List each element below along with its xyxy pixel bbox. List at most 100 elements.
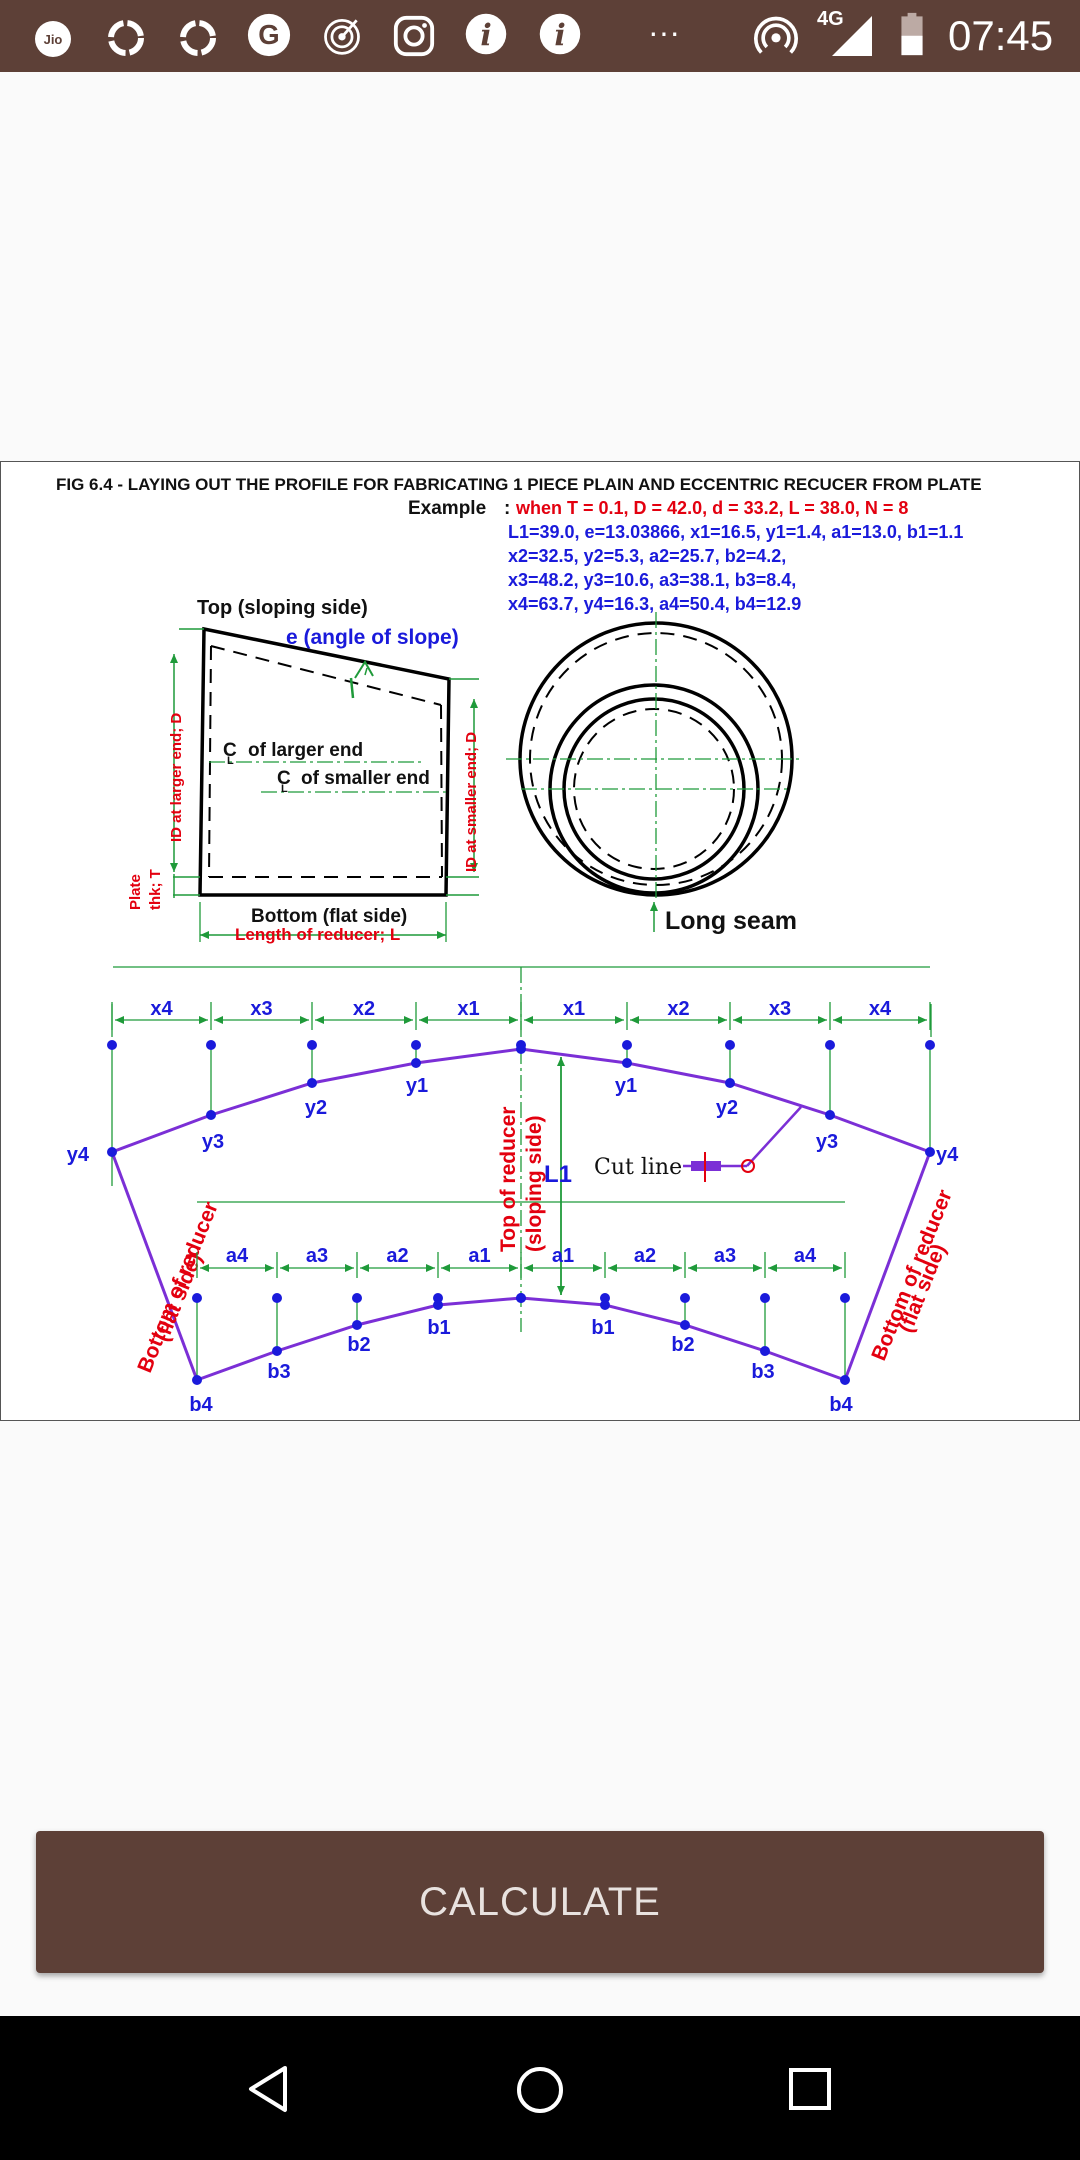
station-point	[107, 1040, 117, 1050]
cl-subscript: L	[281, 783, 288, 795]
side-view: Top (sloping side) e (angle of slope) C …	[127, 597, 480, 944]
overflow-indicator: ···	[648, 14, 680, 50]
cl-symbol: C	[277, 768, 291, 789]
top-of-reducer-label: (sloping side)	[523, 1116, 546, 1253]
y-dimension-label: y3	[816, 1131, 838, 1153]
x-dimension-label: x4	[869, 998, 892, 1020]
network-type: 4G	[817, 8, 844, 30]
figure-title: FIG 6.4 - LAYING OUT THE PROFILE FOR FAB…	[56, 475, 982, 494]
circle-icon	[108, 20, 144, 56]
x-dimension-label: x2	[667, 998, 689, 1020]
curve-point	[107, 1147, 117, 1157]
example-separator: :	[504, 498, 510, 519]
a-dimension-label: a1	[468, 1245, 490, 1267]
circle-icon	[180, 20, 216, 56]
station-point	[192, 1293, 202, 1303]
curve-point	[272, 1346, 282, 1356]
angle-of-slope-label: e (angle of slope)	[286, 626, 459, 649]
end-view: Long seam	[506, 612, 801, 935]
station-point	[725, 1040, 735, 1050]
battery-icon	[901, 12, 923, 56]
curve-point	[840, 1375, 850, 1385]
google-icon: G	[247, 13, 291, 57]
l1-label: L1	[544, 1161, 572, 1188]
back-icon[interactable]	[245, 2064, 293, 2114]
y-dimension-label: y1	[406, 1075, 428, 1097]
station-point	[307, 1040, 317, 1050]
curve-point	[352, 1320, 362, 1330]
station-point	[760, 1293, 770, 1303]
x-dimension-label: x1	[563, 998, 585, 1020]
b-dimension-label: b1	[427, 1317, 450, 1339]
example-line: x2=32.5, y2=5.3, a2=25.7, b2=4.2,	[508, 546, 786, 566]
top-sloping-label: Top (sloping side)	[197, 597, 368, 619]
y-dimension-label: y4	[67, 1144, 90, 1166]
a-dimension-label: a1	[552, 1245, 574, 1267]
reducer-diagram: FIG 6.4 - LAYING OUT THE PROFILE FOR FAB…	[0, 461, 1080, 1421]
hotspot-icon	[754, 16, 798, 54]
x-dimension-label: x3	[769, 998, 791, 1020]
b-dimension-label: b4	[829, 1394, 853, 1416]
b-dimension-label: b4	[189, 1394, 213, 1416]
station-point	[840, 1293, 850, 1303]
info-app-icon: i	[539, 13, 581, 55]
cl-symbol: C	[223, 740, 237, 761]
svg-text:G: G	[258, 19, 279, 50]
b-dimension-label: b3	[267, 1361, 290, 1383]
curve-point	[206, 1110, 216, 1120]
x-dimension-label: x1	[457, 998, 479, 1020]
id-smaller-end-label: ID at smaller end; D	[463, 732, 480, 872]
curve-point	[825, 1110, 835, 1120]
station-point	[433, 1293, 443, 1303]
carrier-name: Jio	[44, 32, 63, 47]
id-larger-end-label: ID at larger end; D	[168, 713, 185, 842]
a-dimension-label: a3	[306, 1245, 328, 1267]
y-dimension-label: y3	[202, 1131, 224, 1153]
b-dimension-label: b2	[347, 1334, 370, 1356]
reducer-diagram-svg: FIG 6.4 - LAYING OUT THE PROFILE FOR FAB…	[56, 475, 982, 1416]
station-point	[825, 1040, 835, 1050]
a-dimension-label: a2	[634, 1245, 656, 1267]
clock: 07:45	[948, 12, 1054, 59]
b-dimension-label: b3	[751, 1361, 774, 1383]
station-point	[600, 1293, 610, 1303]
y-dimension-label: y2	[305, 1097, 327, 1119]
curve-point	[725, 1078, 735, 1088]
info-app-icon: i	[465, 13, 507, 55]
plate-thk-label: Plate	[127, 874, 144, 910]
recents-icon[interactable]	[787, 2066, 833, 2112]
curve-point	[192, 1375, 202, 1385]
curve-point	[600, 1300, 610, 1310]
curve-point	[411, 1058, 421, 1068]
y-dimension-label: y2	[716, 1097, 738, 1119]
example-line: x4=63.7, y4=16.3, a4=50.4, b4=12.9	[508, 594, 801, 614]
svg-text:i: i	[554, 18, 565, 53]
a-dimension-label: a4	[226, 1245, 249, 1267]
a-dimension-label: a3	[714, 1245, 736, 1267]
calculate-button[interactable]: CALCULATE	[36, 1831, 1044, 1973]
bottom-of-reducer-label: Bottom of reducer	[867, 1186, 957, 1363]
nav-bar	[0, 2016, 1080, 2160]
home-icon[interactable]	[514, 2064, 566, 2116]
example-line: x3=48.2, y3=10.6, a3=38.1, b3=8.4,	[508, 570, 796, 590]
station-point	[352, 1293, 362, 1303]
curve-point	[925, 1147, 935, 1157]
station-point	[411, 1040, 421, 1050]
curve-point	[760, 1346, 770, 1356]
curve-point	[622, 1058, 632, 1068]
x-dimension-label: x2	[353, 998, 375, 1020]
curve-point	[307, 1078, 317, 1088]
centerline-larger-label: of larger end	[248, 740, 363, 761]
a-dimension-label: a4	[794, 1245, 817, 1267]
station-point	[680, 1293, 690, 1303]
example-when-line: when T = 0.1, D = 42.0, d = 33.2, L = 38…	[515, 498, 908, 518]
development-layout: Cut line L1 Top of reducer (sloping side…	[67, 966, 959, 1416]
y-dimension-label: y4	[936, 1144, 959, 1166]
x-dimension-label: x3	[250, 998, 272, 1020]
target-app-icon	[324, 18, 360, 55]
curve-point	[433, 1300, 443, 1310]
station-point	[206, 1040, 216, 1050]
b-dimension-label: b2	[671, 1334, 694, 1356]
example-label: Example	[408, 498, 486, 519]
example-line: L1=39.0, e=13.03866, x1=16.5, y1=1.4, a1…	[508, 522, 963, 542]
